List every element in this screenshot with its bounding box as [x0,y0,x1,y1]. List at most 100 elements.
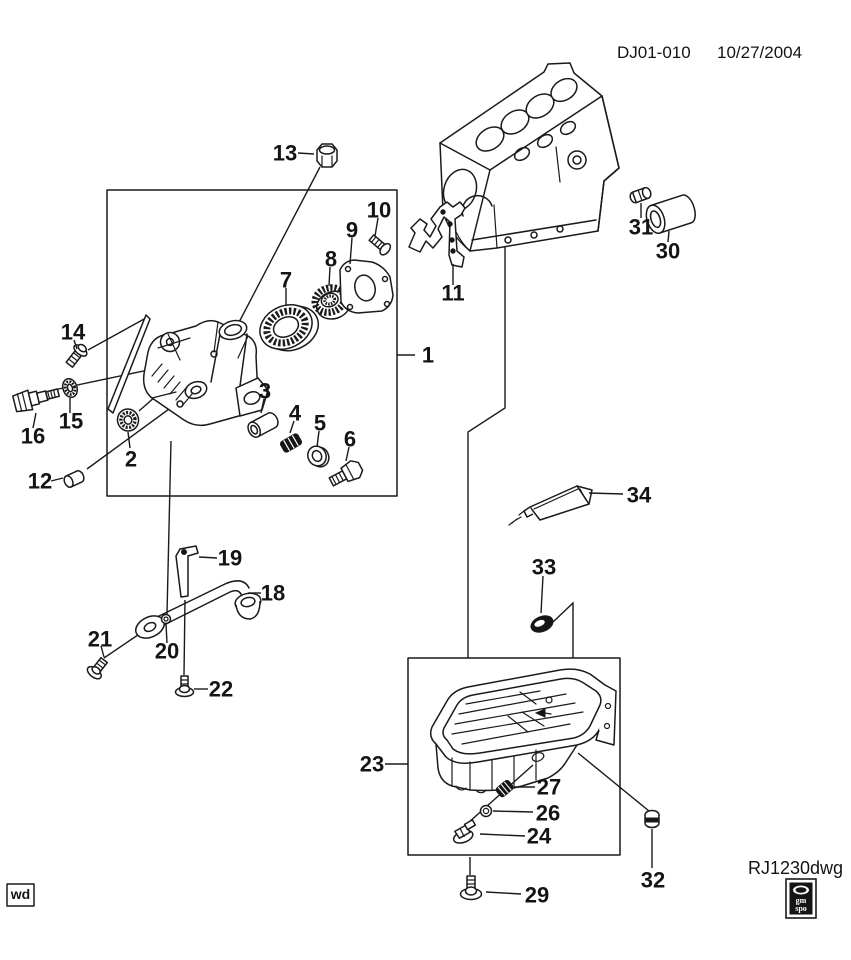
callout-24-leader [479,833,526,837]
callout-1-label: 1 [422,343,434,368]
oil-pan-drawing [429,668,617,794]
construction-line-1 [467,243,506,658]
bushing-3-drawing [247,412,279,438]
callout-16-leader [32,412,37,429]
callout-32-label: 32 [641,868,665,893]
callout-29-label: 29 [525,883,549,908]
construction-line-11 [183,599,186,676]
construction-line-8 [87,317,147,351]
callout-20-label: 20 [155,639,179,664]
callout-19-leader [198,556,218,559]
callout-34-label: 34 [627,483,652,508]
bolt-22-drawing [174,675,195,698]
callout-8-leader [328,266,331,287]
callout-24-label: 24 [527,824,552,849]
doc-date: 10/27/2004 [717,43,802,62]
oil-pump-drawing [142,319,269,427]
callout-7-label: 7 [280,268,292,293]
pump-gasket-edge-drawing [107,314,151,414]
callout-33-label: 33 [532,555,556,580]
bolt-21-drawing [86,656,109,680]
drawing-ref: RJ1230dwg [748,858,843,878]
callout-27-label: 27 [537,775,561,800]
filter-nipple-drawing [629,186,652,204]
construction-line-2 [552,601,574,658]
callout-34-leader [588,492,624,495]
bracket-11-drawing [408,201,466,268]
nut-13-drawing [316,143,338,168]
plug-27-drawing [495,779,514,798]
callout-30-leader [667,230,670,243]
bolt-14-drawing [65,343,88,368]
callout-15-label: 15 [59,409,83,434]
bracket-19-drawing [175,545,199,598]
callout-31-label: 31 [629,215,653,240]
callout-29-leader [485,891,522,895]
logo-line1: gm [796,896,807,905]
callout-2-label: 2 [125,447,137,472]
callout-2-leader [127,431,131,449]
callout-12-leader [50,477,64,482]
drain-bolt-24-drawing [452,819,477,844]
callout-4-label: 4 [289,401,302,426]
wd-stamp: wd [6,883,35,907]
callout-14-leader [73,339,78,350]
bolt-10-drawing [368,234,392,256]
callout-6-leader [345,446,350,462]
callout-20-leader [165,623,168,644]
callout-18-label: 18 [261,581,285,606]
construction-line-10 [166,440,172,615]
bolt-29-drawing [459,875,483,901]
callout-4-leader [289,420,295,434]
plug-4-drawing [279,433,303,453]
callout-8-label: 8 [325,247,337,272]
wd-stamp-label: wd [10,886,30,902]
callout-10-leader [374,217,379,237]
callout-16-label: 16 [21,424,45,449]
callout-23-label: 23 [360,752,384,777]
callout-5-label: 5 [314,411,326,436]
callout-13-label: 13 [273,141,297,166]
ring-gear-7-drawing [259,304,320,352]
callout-21-label: 21 [88,627,112,652]
gm-spo-logo: gm spo [785,878,817,919]
oil-pan-group-box [407,657,621,856]
seal-2-drawing [116,408,140,432]
callout-26-leader [492,810,534,813]
doc-code: DJ01-010 [617,43,691,62]
fitting-16-drawing [12,388,60,413]
seal-33-drawing [530,615,554,633]
callout-30-label: 30 [656,239,680,264]
construction-line-0 [235,166,321,329]
callout-33-leader [540,575,544,614]
bolt-6-drawing [328,460,364,487]
washer-15-drawing [61,377,79,399]
callout-21-leader [100,645,105,658]
callout-26-label: 26 [536,801,560,826]
callout-22-label: 22 [209,677,233,702]
oring-26-drawing [479,804,493,818]
callout-5-leader [316,430,320,448]
callout-9-label: 9 [346,218,358,243]
callout-3-leader [260,398,265,414]
sealant-tube-34-drawing [508,485,593,526]
construction-line-4 [577,752,650,812]
washer-5-drawing [307,445,330,468]
callout-3-label: 3 [259,379,271,404]
callout-10-label: 10 [367,198,391,223]
callout-11-label: 11 [441,281,464,306]
callout-14-label: 14 [61,320,86,345]
plug-32-drawing [644,809,660,829]
pickup-tube-drawing [135,580,262,639]
callout-9-leader [349,237,353,265]
callout-12-label: 12 [28,469,52,494]
oil-pump-group-box [106,189,398,497]
plug-12-drawing [63,470,85,488]
cover-plate-9-drawing [339,259,394,314]
engine-block-drawing [439,62,620,252]
oil-filter-drawing [645,194,696,234]
callout-13-leader [297,152,315,155]
